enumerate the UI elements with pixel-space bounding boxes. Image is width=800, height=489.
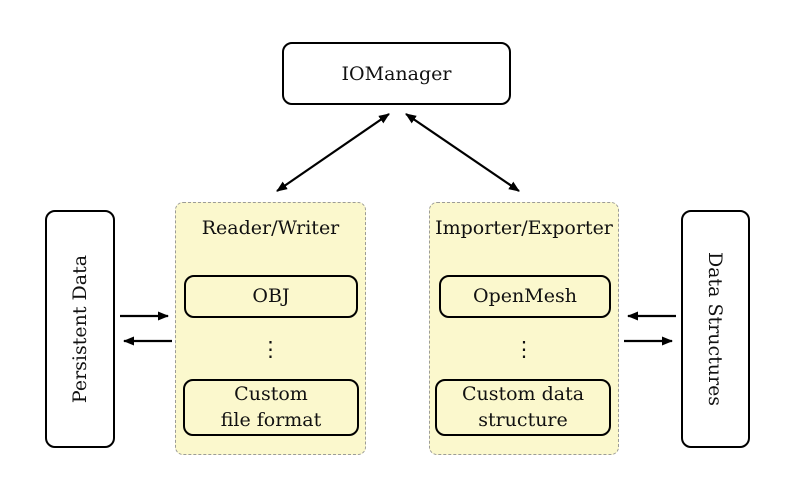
- ellipsis-reader-writer: ⋮: [260, 337, 281, 361]
- item-openmesh: OpenMesh: [439, 275, 611, 318]
- iomanager-label: IOManager: [341, 62, 452, 85]
- persistent-data-box: Persistent Data: [45, 210, 115, 448]
- arrow-iomanager-reader-writer: [276, 113, 390, 192]
- item-custom-file-format-line2: file format: [220, 408, 322, 431]
- persistent-data-label: Persistent Data: [69, 254, 91, 404]
- item-obj-label: OBJ: [252, 284, 290, 307]
- item-custom-data-structure-line1: Custom data: [461, 383, 585, 406]
- ellipsis-importer-exporter: ⋮: [513, 337, 535, 361]
- item-obj: OBJ: [184, 275, 358, 318]
- group-importer-exporter-title: Importer/Exporter: [435, 217, 613, 239]
- item-openmesh-label: OpenMesh: [473, 284, 577, 307]
- item-custom-data-structure-line2: structure: [478, 408, 568, 431]
- arrow-iomanager-importer-exporter: [405, 113, 520, 192]
- group-reader-writer-title: Reader/Writer: [201, 217, 340, 239]
- iomanager-box: IOManager: [282, 42, 511, 105]
- group-importer-exporter: Importer/Exporter OpenMesh ⋮ Custom data…: [429, 202, 619, 455]
- item-custom-file-format-line1: Custom: [234, 383, 308, 406]
- data-structures-label: Data Structures: [704, 251, 727, 407]
- data-structures-box: Data Structures: [681, 210, 750, 448]
